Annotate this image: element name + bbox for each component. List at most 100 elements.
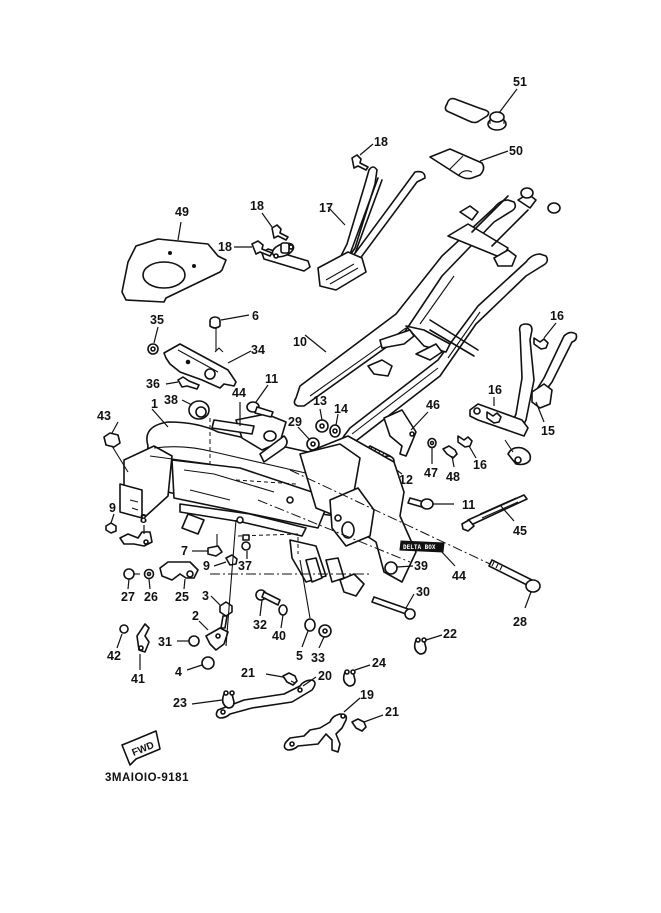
leader-34	[227, 350, 252, 364]
part-44-label-upper[interactable]	[211, 419, 255, 435]
part-13-collar[interactable]	[315, 419, 329, 433]
leader-16-c	[468, 445, 477, 459]
callout-38: 38	[164, 393, 178, 407]
callout-46: 46	[426, 398, 440, 412]
callout-41: 41	[131, 672, 145, 686]
callout-29: 29	[288, 415, 302, 429]
part-21-bolt-a[interactable]	[282, 672, 298, 686]
leader-17	[327, 206, 346, 226]
part-33-nut[interactable]	[318, 624, 332, 638]
part-44-label-plate[interactable]: DELTA BOX	[399, 540, 445, 553]
part-41-stay[interactable]	[136, 623, 150, 653]
callout-22: 22	[443, 627, 457, 641]
callout-14: 14	[334, 402, 348, 416]
callout-4: 4	[175, 665, 182, 679]
part-16-bolt-b[interactable]	[486, 411, 502, 424]
part-26-washer[interactable]	[143, 568, 155, 580]
part-24-clip[interactable]	[342, 669, 356, 687]
leader-20	[302, 676, 317, 687]
part-36-bolt[interactable]	[177, 376, 200, 390]
callout-44-upper: 44	[232, 386, 246, 400]
part-20-stay[interactable]	[215, 679, 316, 719]
fwd-direction-arrow: FWD	[121, 730, 161, 766]
part-11-bolt-lower[interactable]	[407, 497, 434, 510]
drawing-code: 3MAIOIO-9181	[105, 772, 189, 784]
part-16-bolt-c[interactable]	[457, 435, 473, 448]
part-9-bolt-a[interactable]	[105, 522, 117, 534]
part-27-bolt[interactable]	[123, 568, 140, 580]
callout-20: 20	[318, 669, 332, 683]
part-5-collar[interactable]	[304, 618, 316, 632]
leader-1	[151, 408, 169, 428]
part-31-nut[interactable]	[188, 635, 200, 647]
part-7-stay[interactable]	[207, 534, 223, 557]
leader-16-a	[543, 322, 557, 339]
leader-29	[297, 426, 310, 440]
part-21-bolt-b[interactable]	[351, 718, 367, 732]
leader-25	[183, 578, 186, 590]
part-42-bolt[interactable]	[119, 624, 129, 634]
part-3-bolt[interactable]	[219, 601, 233, 629]
leader-14	[335, 413, 339, 426]
part-39-collar[interactable]	[384, 561, 398, 575]
callout-42: 42	[107, 649, 121, 663]
callout-9-a: 9	[109, 501, 116, 515]
part-50-pad[interactable]	[429, 148, 485, 180]
label-plate-text: DELTA BOX	[403, 544, 436, 551]
part-25-bracket[interactable]	[159, 561, 199, 581]
part-23-clip[interactable]	[221, 690, 235, 709]
guide-43	[111, 445, 129, 473]
part-48-bolt[interactable]	[442, 445, 458, 459]
part-45-long-bolt[interactable]	[461, 494, 528, 532]
part-2-bracket[interactable]	[205, 627, 229, 651]
part-22-clip[interactable]	[413, 637, 427, 655]
leader-42	[116, 633, 123, 649]
part-15-footrest-stay[interactable]	[469, 323, 578, 466]
callout-40: 40	[272, 629, 286, 643]
callout-6: 6	[252, 309, 259, 323]
part-19-stay[interactable]	[283, 713, 348, 753]
leader-50	[479, 150, 509, 162]
leader-3	[210, 595, 221, 606]
leader-48	[451, 455, 455, 468]
callout-24: 24	[372, 656, 386, 670]
part-6-nut[interactable]	[209, 316, 221, 329]
leader-27	[127, 578, 130, 590]
part-51-seat-lock-hook[interactable]	[444, 97, 507, 131]
callout-17: 17	[319, 201, 333, 215]
part-49-heat-shield[interactable]	[121, 238, 227, 303]
part-10-rear-frame[interactable]	[293, 187, 561, 445]
part-16-bolt-a[interactable]	[533, 337, 549, 350]
part-34-bracket[interactable]	[163, 343, 237, 389]
leader-45	[499, 504, 515, 522]
part-18-bolt-upper[interactable]	[351, 154, 369, 171]
callout-36: 36	[146, 377, 160, 391]
part-30-bolt[interactable]	[371, 596, 416, 620]
callout-39: 39	[414, 559, 428, 573]
part-35-nut[interactable]	[147, 343, 159, 355]
callout-31: 31	[158, 635, 172, 649]
part-14-washer[interactable]	[329, 424, 341, 438]
part-9-bolt-b[interactable]	[225, 554, 238, 566]
leader-21-a	[265, 673, 284, 678]
part-47-washer[interactable]	[427, 437, 437, 449]
part-32-bolt[interactable]	[255, 589, 281, 606]
leader-9-a	[110, 513, 115, 524]
part-38-grommet[interactable]	[188, 400, 210, 420]
callout-12: 12	[399, 473, 413, 487]
part-28-pivot-bolt[interactable]	[488, 559, 541, 593]
part-18-bolt-lower[interactable]	[251, 240, 273, 257]
part-11-bolt-upper[interactable]	[246, 401, 274, 418]
part-43-nut[interactable]	[103, 432, 121, 448]
part-40-washer[interactable]	[278, 604, 288, 616]
part-37-bolt[interactable]	[241, 534, 251, 551]
leader-30	[405, 593, 415, 609]
part-46-bracket[interactable]	[383, 409, 417, 457]
part-18-bolt-middle[interactable]	[271, 224, 289, 241]
callout-30: 30	[416, 585, 430, 599]
leader-40	[280, 614, 284, 629]
part-1-main-frame[interactable]	[119, 413, 417, 597]
part-17-footrest-bracket[interactable]	[261, 166, 426, 291]
part-8-clamp[interactable]	[119, 531, 153, 547]
part-4-collar[interactable]	[201, 656, 215, 670]
